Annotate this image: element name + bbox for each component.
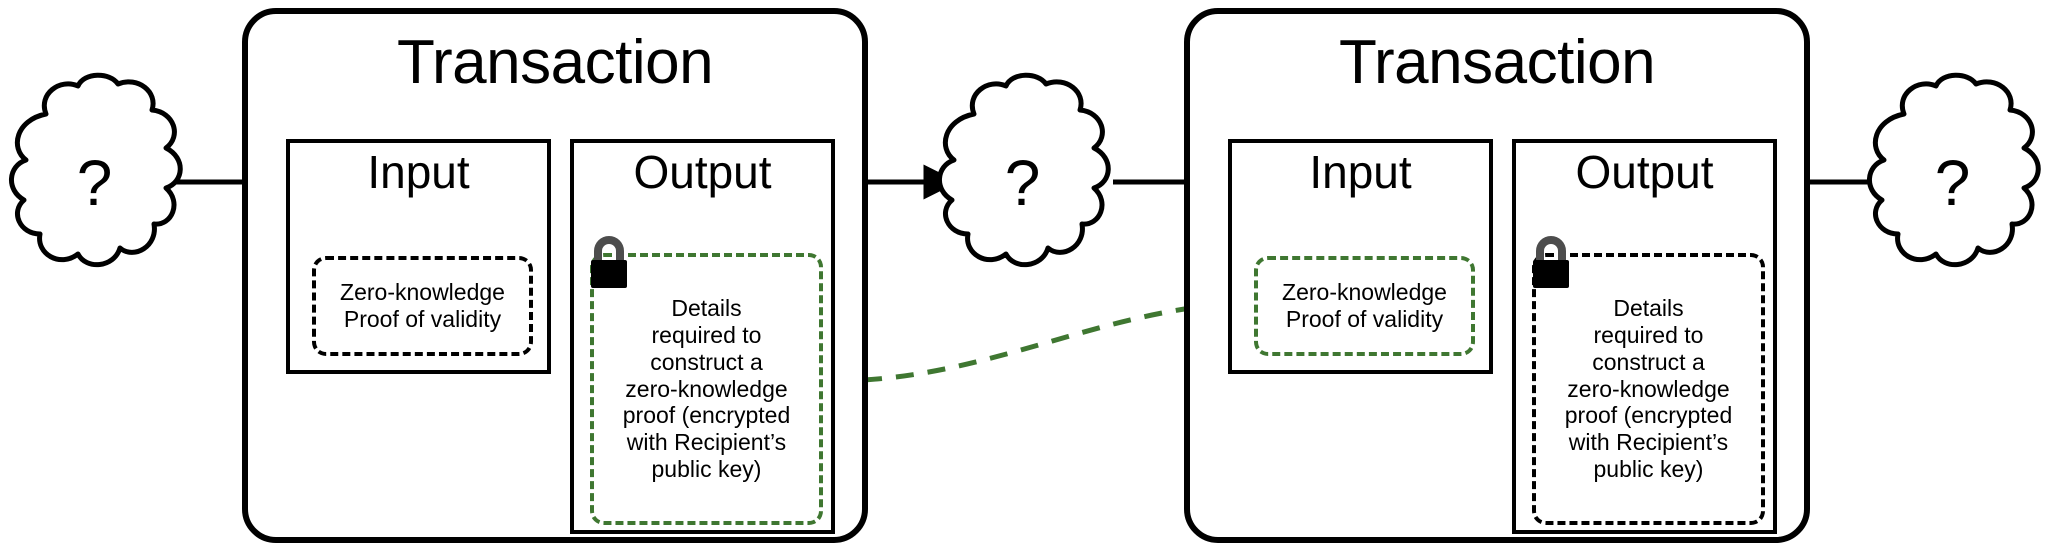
transaction-1-output-box[interactable]: Output Details required to construct a z…: [570, 139, 835, 534]
cloud-shape-icon: [937, 72, 1111, 268]
cloud-shape-icon: [1867, 72, 2041, 268]
transaction-1-output-note-text: Details required to construct a zero-kno…: [622, 294, 791, 483]
transaction-2-title: Transaction: [1338, 28, 1656, 97]
transaction-1-input-box[interactable]: Input Zero-knowledge Proof of validity: [286, 139, 551, 374]
cloud-middle-label: ?: [1004, 146, 1041, 219]
transaction-2-input-box[interactable]: Input Zero-knowledge Proof of validity: [1228, 139, 1493, 374]
transaction-1-output-note: Details required to construct a zero-kno…: [590, 253, 823, 525]
transaction-2-output-note-text: Details required to construct a zero-kno…: [1564, 294, 1733, 483]
transaction-1[interactable]: Transaction Input Zero-knowledge Proof o…: [242, 8, 868, 543]
transaction-1-title: Transaction: [396, 28, 714, 97]
cloud-left-label: ?: [76, 146, 113, 219]
transaction-2-input-title: Input: [1309, 146, 1412, 198]
transaction-1-output-title: Output: [633, 146, 772, 198]
cloud-right-label: ?: [1934, 146, 1971, 219]
transaction-2-output-note: Details required to construct a zero-kno…: [1532, 253, 1765, 525]
transaction-2-output-title: Output: [1575, 146, 1714, 198]
transaction-1-input-note-text: Zero-knowledge Proof of validity: [340, 279, 505, 332]
transaction-2-output-box[interactable]: Output Details required to construct a z…: [1512, 139, 1777, 534]
transaction-1-input-title: Input: [367, 146, 470, 198]
transaction-2[interactable]: Transaction Input Zero-knowledge Proof o…: [1184, 8, 1810, 543]
cloud-left: ?: [2, 70, 187, 295]
transaction-2-input-note-text: Zero-knowledge Proof of validity: [1282, 279, 1447, 332]
transaction-2-input-note: Zero-knowledge Proof of validity: [1254, 256, 1475, 356]
arrow-output1-to-input2: [831, 289, 1229, 384]
cloud-shape-icon: [9, 72, 183, 268]
cloud-middle: ?: [930, 70, 1115, 295]
cloud-right: ?: [1860, 70, 2045, 295]
transaction-1-input-note: Zero-knowledge Proof of validity: [312, 256, 533, 356]
